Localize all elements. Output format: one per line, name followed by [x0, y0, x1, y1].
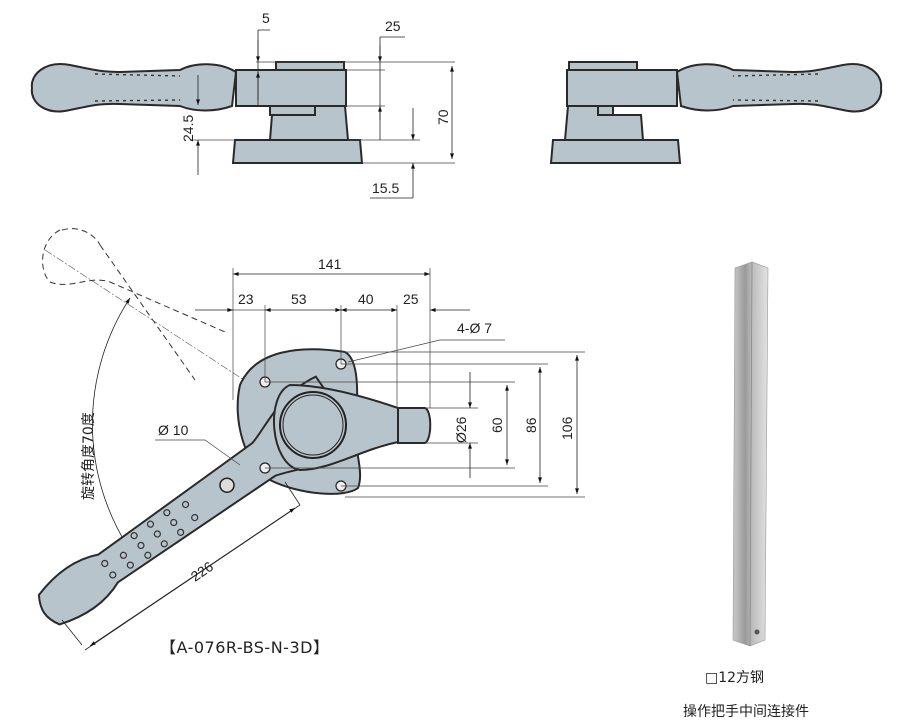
- dim-23: 23: [238, 291, 254, 307]
- dim-dia10: Ø 10: [158, 422, 189, 438]
- arm: [235, 69, 347, 107]
- rotation-angle-label: 旋转角度70度: [81, 412, 97, 500]
- side-view-right: [549, 61, 883, 164]
- square-steel-bar: [732, 261, 769, 647]
- dim-dia26: Ø26: [453, 416, 469, 443]
- steel-size-label: □12方钢: [705, 670, 765, 686]
- dim-53: 53: [291, 291, 307, 307]
- dim-25: 25: [403, 291, 419, 307]
- side-view-left: 5 25 70 24.5 15.5: [30, 10, 455, 199]
- dim-226: 226: [188, 558, 216, 584]
- pin-hole: [754, 629, 760, 635]
- arm: [273, 383, 399, 472]
- hub: [279, 391, 347, 459]
- dim-60: 60: [489, 417, 505, 433]
- top-plate: [275, 61, 345, 71]
- dim-25: 25: [385, 18, 401, 34]
- dim-106: 106: [559, 416, 575, 440]
- dim-holes: 4-Ø 7: [457, 320, 492, 336]
- square-end: [397, 407, 432, 444]
- base: [231, 139, 364, 164]
- dim-24-5: 24.5: [180, 115, 196, 142]
- grip-texture: [94, 73, 181, 102]
- model-code: 【A-076R-BS-N-3D】: [160, 638, 330, 657]
- dim-40: 40: [358, 291, 374, 307]
- dim-141: 141: [318, 256, 342, 272]
- dim-5: 5: [262, 10, 270, 26]
- connector-caption: 操作把手中间连接件: [683, 704, 809, 720]
- tab: [269, 105, 316, 116]
- ghost-handle: [42, 229, 226, 333]
- dim-70: 70: [435, 109, 451, 125]
- pin-dia10: [219, 477, 235, 493]
- handle-grip: [30, 63, 238, 113]
- front-view: 141 23 53 40 25 4-Ø 7 Ø26 60 86 106 Ø 10…: [37, 228, 585, 651]
- dim-15-5: 15.5: [372, 180, 399, 196]
- dim-86: 86: [523, 417, 539, 433]
